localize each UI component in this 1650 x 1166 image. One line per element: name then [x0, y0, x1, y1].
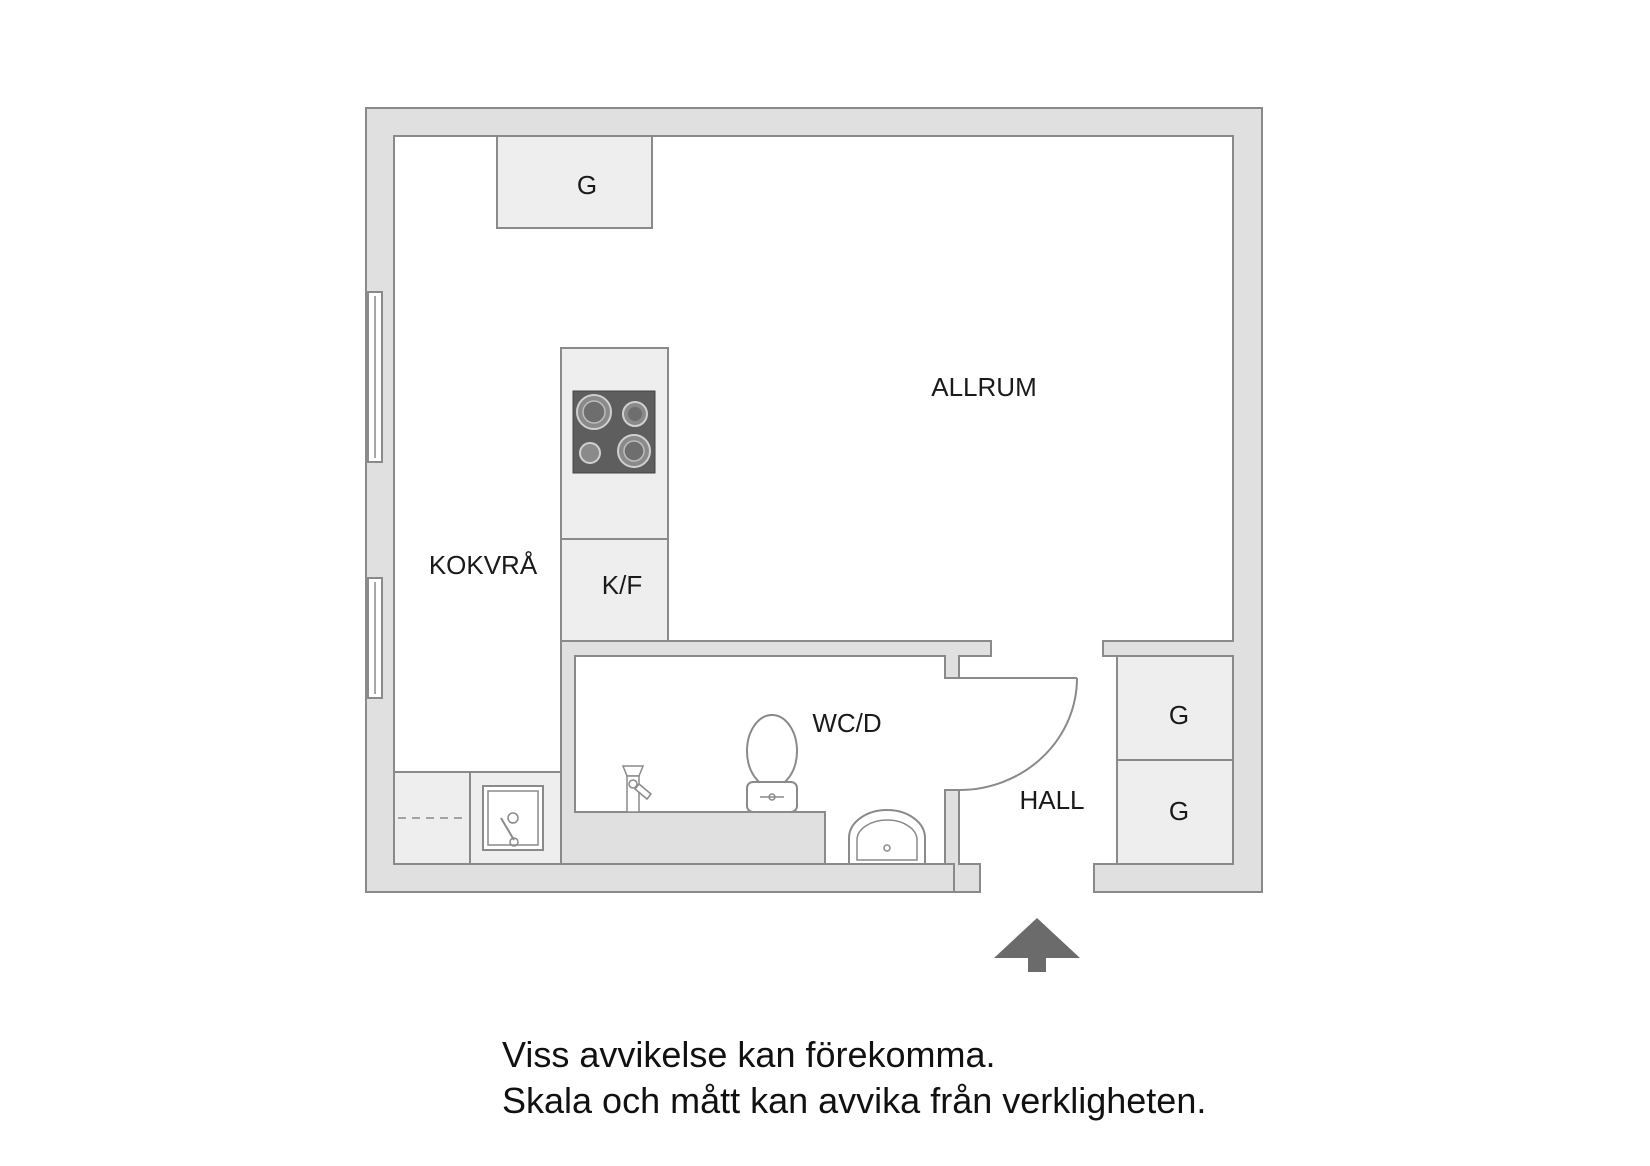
- hob-icon: [572, 390, 656, 474]
- sink-icon: [482, 785, 544, 851]
- disclaimer: Viss avvikelse kan förekomma. Skala och …: [502, 1032, 1206, 1124]
- interior-wall-wc: [560, 640, 992, 865]
- room-label-allrum: ALLRUM: [931, 372, 1036, 402]
- washbasin-icon: [848, 809, 926, 865]
- walls: [365, 107, 1263, 893]
- disclaimer-line-1: Viss avvikelse kan förekomma.: [502, 1034, 996, 1075]
- wardrobe-hall-2-label: G: [1169, 796, 1189, 826]
- fridge-freezer: [560, 538, 669, 642]
- shower-icon: [621, 765, 653, 813]
- toilet-icon: [746, 714, 798, 813]
- wc-door: [958, 677, 1078, 791]
- fridge-freezer-label: K/F: [602, 570, 642, 600]
- wardrobe-top-label: G: [577, 170, 597, 200]
- entrance-arrow-icon: [994, 918, 1080, 972]
- wardrobe-top: [496, 135, 653, 229]
- wardrobe-hall-1: [1116, 655, 1234, 761]
- wardrobe-hall-1-label: G: [1169, 700, 1189, 730]
- room-label-hall: HALL: [1019, 785, 1084, 815]
- wall-segment-wc-right: [944, 789, 981, 893]
- room-label-kokvra: KOKVRÅ: [429, 550, 538, 580]
- room-label-wc: WC/D: [812, 708, 881, 738]
- wardrobe-hall-2: [1116, 759, 1234, 865]
- disclaimer-line-2: Skala och mått kan avvika från verklighe…: [502, 1080, 1207, 1121]
